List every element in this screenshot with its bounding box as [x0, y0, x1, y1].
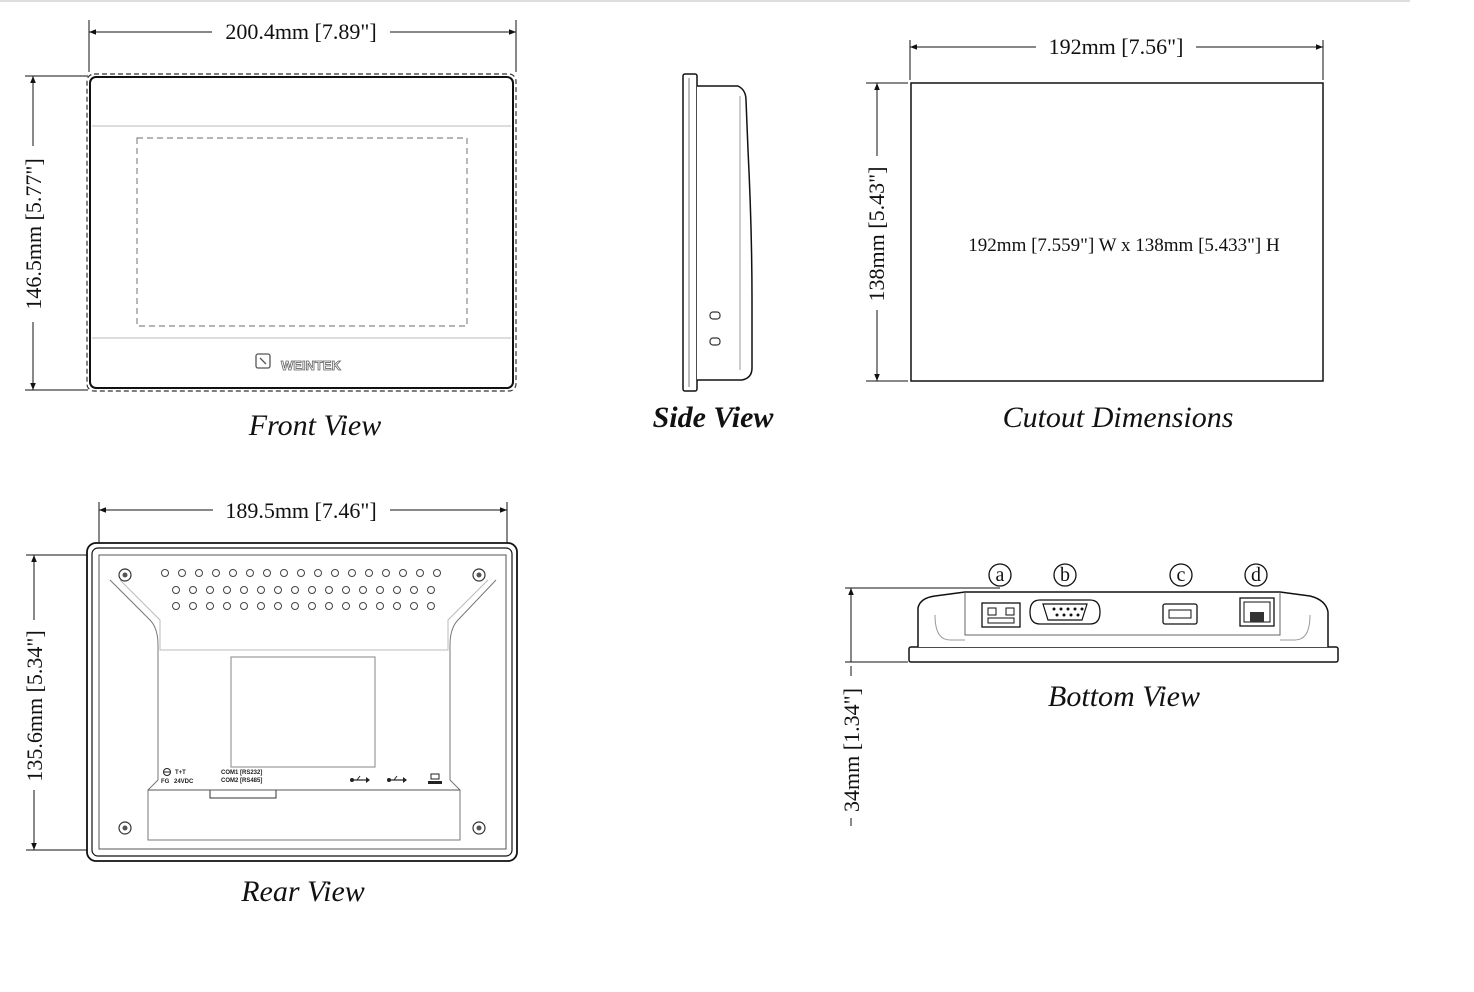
- port-d-ethernet: [1239, 597, 1275, 627]
- vent-hole: [240, 586, 248, 594]
- vent-hole: [291, 602, 299, 610]
- vent-hole: [206, 602, 214, 610]
- vent-hole: [393, 602, 401, 610]
- vent-hole: [399, 569, 407, 577]
- vent-hole: [376, 586, 384, 594]
- rear-com1-label: COM1 [RS232]: [221, 770, 262, 776]
- vent-hole: [195, 569, 203, 577]
- vent-hole: [229, 569, 237, 577]
- rear-view: 189.5mm [7.46"] 135.6mm [5.34"] T+T FG 2…: [22, 498, 518, 862]
- vent-hole: [427, 602, 435, 610]
- vent-hole: [308, 602, 316, 610]
- vent-hole: [189, 586, 197, 594]
- side-view: [682, 73, 753, 392]
- vent-hole: [206, 586, 214, 594]
- vent-hole: [348, 569, 356, 577]
- vent-hole: [382, 569, 390, 577]
- vent-hole: [427, 586, 435, 594]
- rear-height-dimension: 135.6mm [5.34"]: [22, 630, 47, 781]
- vent-hole: [359, 586, 367, 594]
- vent-hole: [416, 569, 424, 577]
- vent-hole: [263, 569, 271, 577]
- vent-hole: [393, 586, 401, 594]
- vent-hole: [325, 602, 333, 610]
- vent-hole: [410, 586, 418, 594]
- cutout-width-dimension: 192mm [7.56"]: [1049, 34, 1184, 59]
- rear-label-area: [230, 656, 376, 768]
- bottom-view: 34mm [1.34"]: [839, 587, 1339, 826]
- rear-power-label: 24VDC: [174, 779, 194, 785]
- side-led-bottom: [709, 337, 721, 346]
- usb-icon: [350, 775, 370, 783]
- cutout-height-dimension: 138mm [5.43"]: [864, 167, 889, 302]
- side-led-top: [709, 311, 721, 320]
- vent-hole: [314, 569, 322, 577]
- bottom-view-title: Bottom View: [1048, 680, 1200, 713]
- vent-hole: [161, 569, 169, 577]
- rear-com2-label: COM2 [RS485]: [221, 778, 262, 784]
- side-view-title: Side View: [653, 401, 775, 434]
- vent-hole: [325, 586, 333, 594]
- rear-view-title: Rear View: [240, 875, 365, 908]
- port-a-badge: a: [996, 564, 1005, 586]
- port-d-badge: d: [1251, 564, 1261, 586]
- vent-hole: [433, 569, 441, 577]
- vent-hole: [172, 586, 180, 594]
- vent-hole: [257, 586, 265, 594]
- vent-hole: [240, 602, 248, 610]
- port-c-usb: [1162, 603, 1198, 625]
- vent-hole: [376, 602, 384, 610]
- cutout-size-label: 192mm [7.559"] W x 138mm [5.433"] H: [968, 235, 1280, 256]
- vent-hole: [359, 602, 367, 610]
- bottom-depth-dimension: 34mm [1.34"]: [839, 688, 864, 812]
- rear-width-dimension: 189.5mm [7.46"]: [225, 498, 376, 523]
- vent-hole: [342, 602, 350, 610]
- port-c-badge: c: [1177, 564, 1186, 586]
- vent-hole: [331, 569, 339, 577]
- port-b-serial-db9: [1029, 599, 1101, 625]
- front-view: 200.4mm [7.89"] 146.5mm [5.77"] WEINTEK: [21, 19, 517, 392]
- vent-hole: [297, 569, 305, 577]
- vent-hole: [178, 569, 186, 577]
- front-height-dimension: 146.5mm [5.77"]: [21, 158, 46, 309]
- rear-vent-holes: [161, 569, 441, 610]
- vent-hole: [291, 586, 299, 594]
- port-b-badge: b: [1060, 564, 1070, 586]
- cutout-view: 192mm [7.56"] 138mm [5.43"] 192mm [7.559…: [864, 34, 1324, 382]
- front-logo-text: WEINTEK: [281, 358, 342, 373]
- ground-icon: [163, 768, 171, 776]
- front-screen-area: [136, 137, 468, 327]
- vent-hole: [223, 586, 231, 594]
- vent-hole: [308, 586, 316, 594]
- vent-hole: [246, 569, 254, 577]
- vent-hole: [257, 602, 265, 610]
- vent-hole: [342, 586, 350, 594]
- port-badges: a b c d: [988, 563, 1268, 587]
- vent-hole: [223, 602, 231, 610]
- vent-hole: [274, 586, 282, 594]
- front-view-title: Front View: [248, 409, 381, 442]
- vent-hole: [212, 569, 220, 577]
- cutout-rectangle: [910, 82, 1324, 382]
- vent-hole: [274, 602, 282, 610]
- rear-connector-strip: [209, 789, 277, 799]
- vent-hole: [189, 602, 197, 610]
- svg-text:T+T: T+T: [175, 770, 186, 776]
- cutout-title: Cutout Dimensions: [1003, 401, 1234, 434]
- vent-hole: [280, 569, 288, 577]
- vent-hole: [410, 602, 418, 610]
- front-width-dimension: 200.4mm [7.89"]: [225, 19, 376, 44]
- lan-icon: [428, 773, 442, 784]
- rear-screw-holes: [118, 568, 486, 835]
- vent-hole: [365, 569, 373, 577]
- usb-icon: [387, 775, 407, 783]
- rear-fg-label: FG: [161, 779, 170, 785]
- vent-hole: [172, 602, 180, 610]
